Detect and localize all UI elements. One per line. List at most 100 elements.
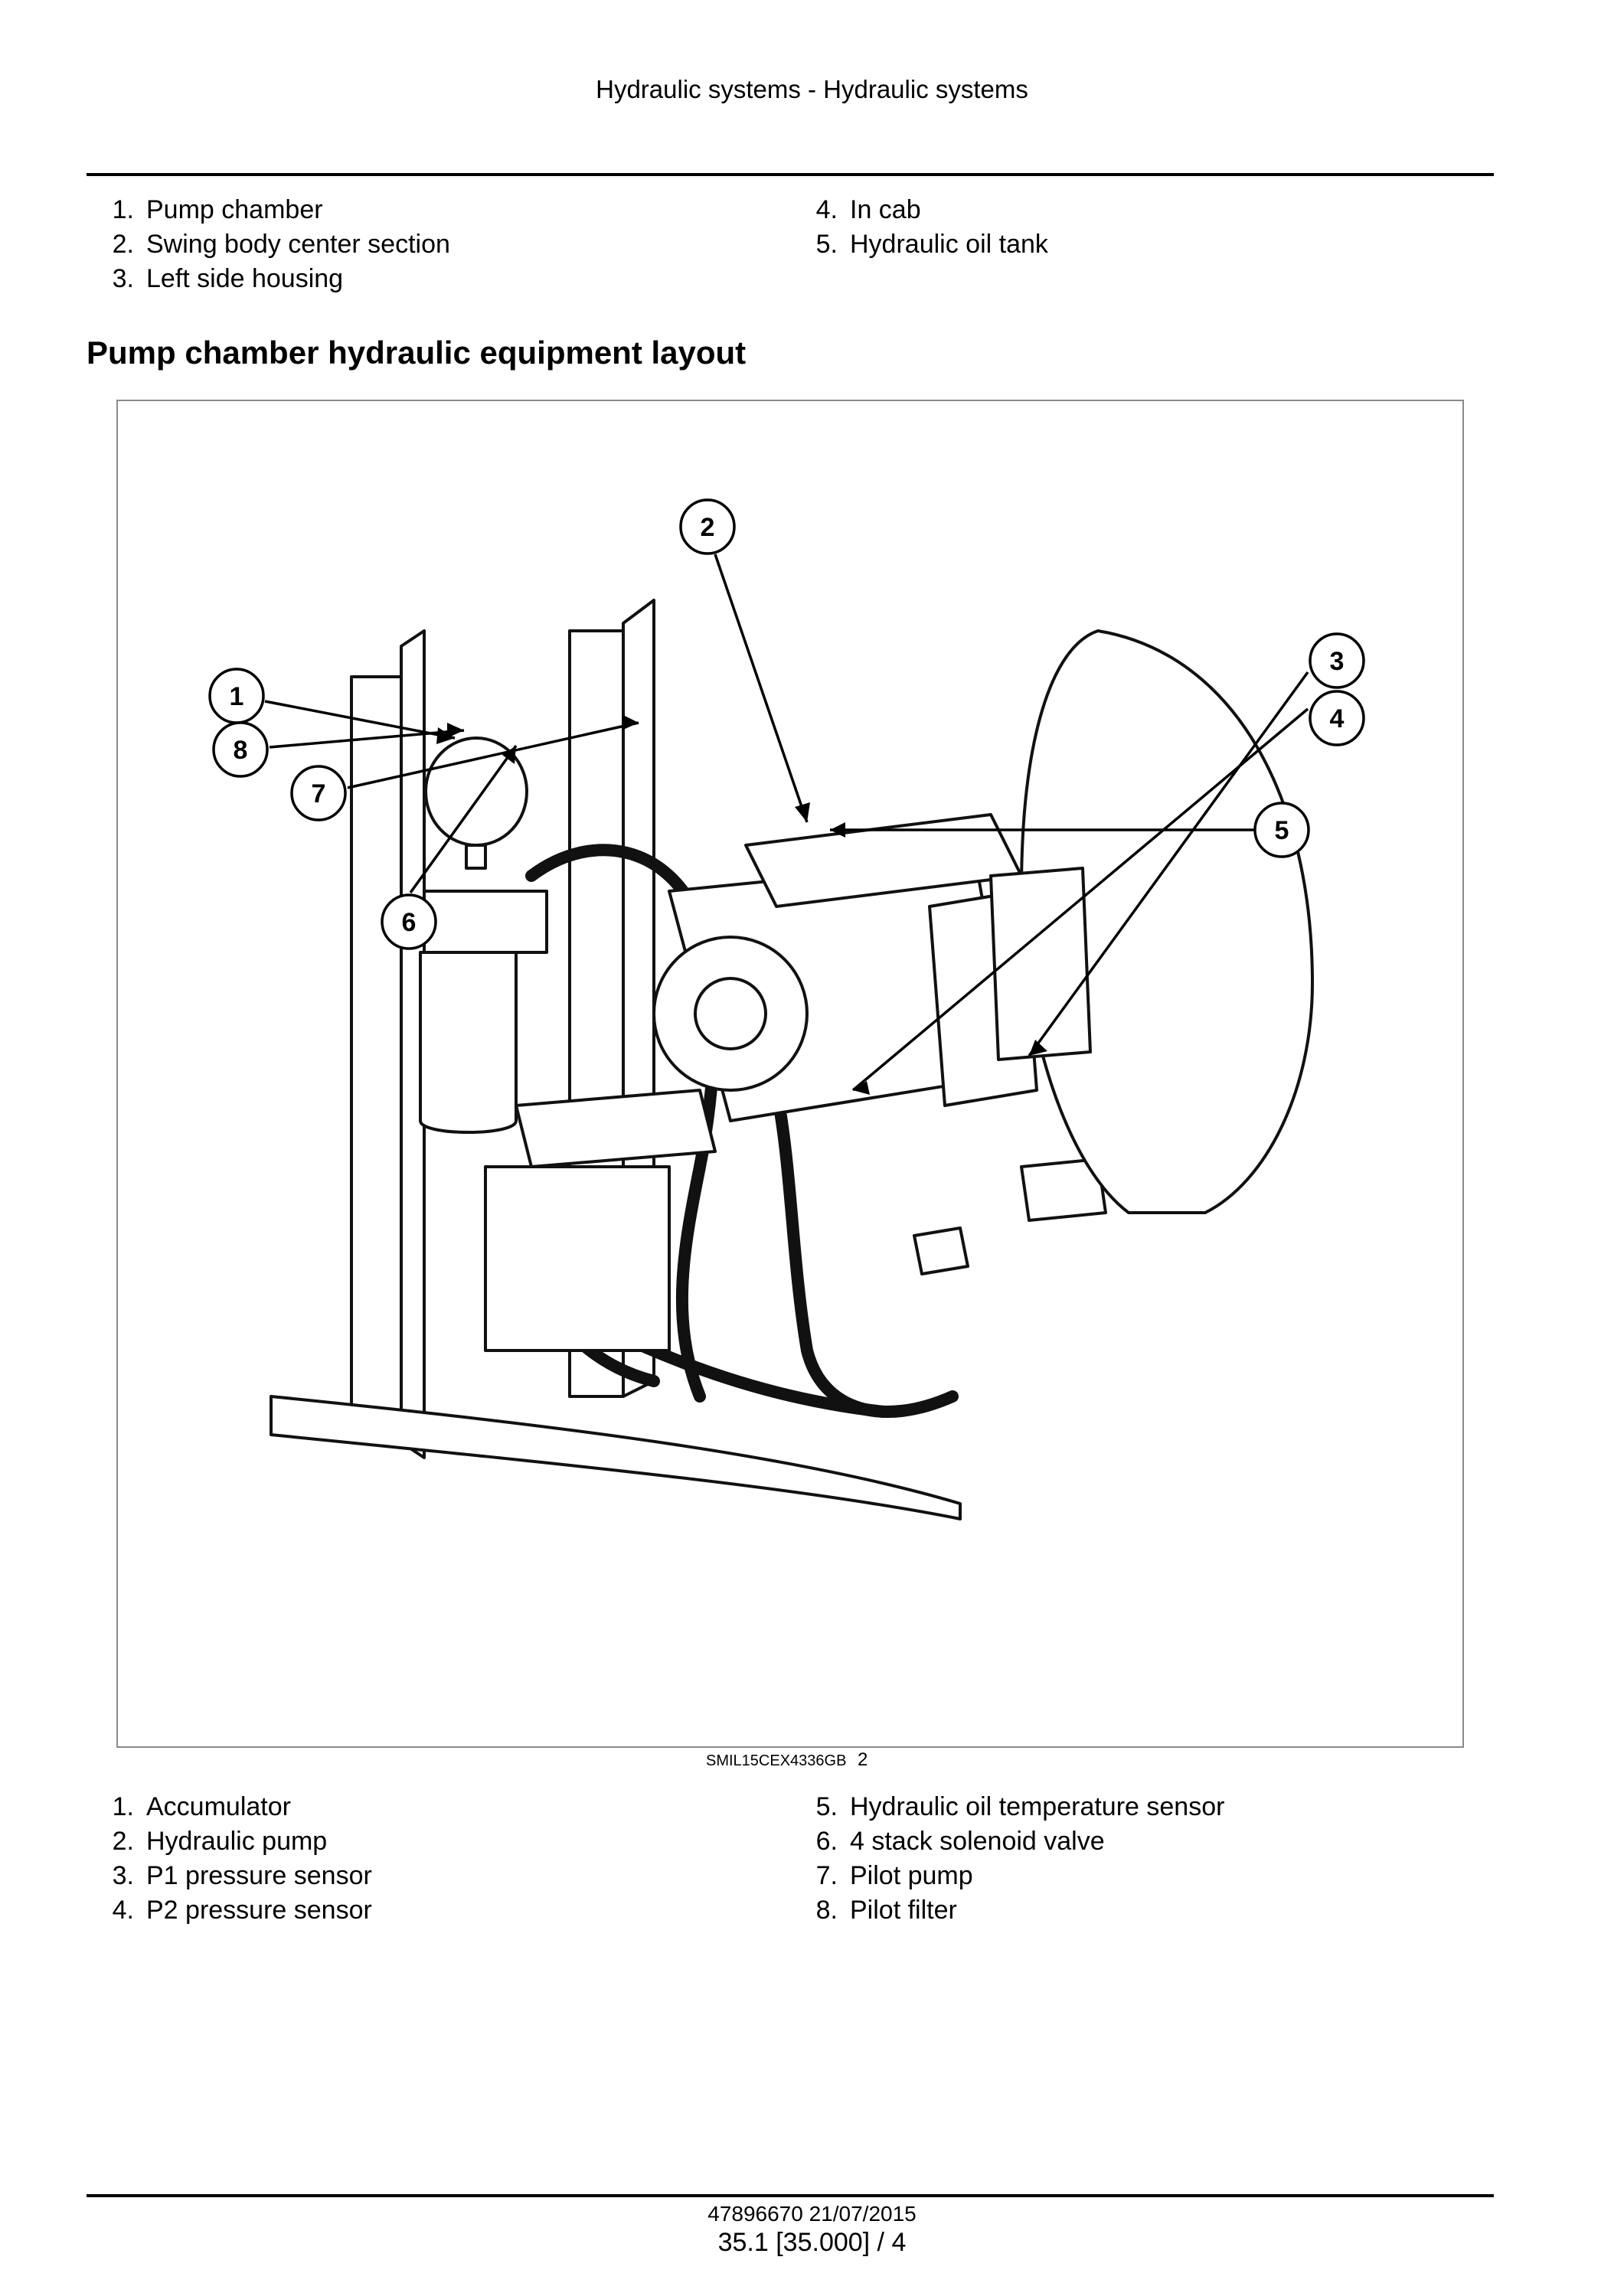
legend-label: Pilot filter <box>850 1896 957 1925</box>
callout-number: 1 <box>230 682 244 711</box>
legend-item: 7. Pilot pump <box>790 1859 1224 1893</box>
legend-label: P1 pressure sensor <box>146 1861 372 1890</box>
callout-8: 8 <box>212 721 269 778</box>
hydraulic-layout-illustration: 1 2 3 4 5 6 7 8 <box>208 498 1365 1520</box>
pressure-sensor-block <box>989 867 1092 1061</box>
callout-6: 6 <box>381 893 437 950</box>
legend-label: In cab <box>850 195 921 224</box>
callout-circle <box>290 765 347 821</box>
page-header-title: Hydraulic systems - Hydraulic systems <box>596 75 1028 103</box>
legend-number: 4. <box>112 1896 134 1925</box>
frame-plate <box>400 629 426 1459</box>
bottom-legend-left: 1.Accumulator 2. Hydraulic pump 3. P1 pres… <box>87 1790 372 1928</box>
callout-circle <box>1253 802 1310 858</box>
callout-7: 7 <box>290 765 347 821</box>
legend-label: Hydraulic oil temperature sensor <box>850 1792 1225 1821</box>
figure-number: 2 <box>858 1749 868 1770</box>
section-title: Pump chamber hydraulic equipment layout <box>87 335 747 371</box>
legend-number: 2. <box>112 1827 134 1856</box>
solenoid-valve-stack <box>484 1165 671 1352</box>
footer-page-number: 35.1 [35.000] / 4 <box>717 2228 907 2257</box>
legend-label: Accumulator <box>146 1792 291 1821</box>
legend-item: 5. Hydraulic oil temperature sensor <box>790 1790 1225 1824</box>
legend-item: 3. Left side housing <box>87 262 450 296</box>
legend-number: 1. <box>112 195 134 224</box>
leader-line-3 <box>1028 671 1309 1057</box>
arrowhead-6 <box>502 746 516 764</box>
legend-number: 6. <box>815 1827 838 1856</box>
arrowhead-8 <box>447 723 464 738</box>
flywheel-housing <box>1020 629 1314 1214</box>
filter-head <box>423 890 548 954</box>
arrowhead-7 <box>622 715 639 730</box>
callout-number: 8 <box>234 736 248 765</box>
legend-number: 3. <box>112 1861 134 1890</box>
legend-item: 8. Pilot filter <box>790 1893 1224 1928</box>
callout-number: 3 <box>1330 647 1345 676</box>
tank-fitting <box>1020 1158 1107 1222</box>
legend-label: Hydraulic pump <box>146 1827 328 1856</box>
arrowhead-4 <box>853 1081 870 1095</box>
callout-3: 3 <box>1309 632 1365 689</box>
leader-line-4 <box>851 707 1309 1092</box>
figure-frame: 1 2 3 4 5 6 7 8 <box>116 400 1464 1748</box>
legend-label: Hydraulic oil tank <box>850 230 1048 259</box>
callout-2: 2 <box>679 498 736 555</box>
callout-circle <box>679 498 736 555</box>
legend-label: 4 stack solenoid valve <box>850 1827 1105 1856</box>
legend-label: Left side housing <box>146 264 344 293</box>
legend-item: 4. P2 pressure sensor <box>87 1893 372 1928</box>
legend-number: 2. <box>112 230 134 259</box>
pilot-filter <box>419 951 518 1134</box>
legend-item: 1.Accumulator <box>87 1790 372 1824</box>
leader-line-7 <box>347 721 639 789</box>
legend-number: 3. <box>112 264 134 293</box>
callout-circle <box>1309 690 1365 746</box>
arrowhead-5 <box>830 822 845 838</box>
figure-reference-code: SMIL15CEX4336GB <box>706 1752 847 1769</box>
frame-plate <box>350 675 403 1444</box>
callout-1: 1 <box>208 668 265 724</box>
callout-number: 7 <box>312 779 326 808</box>
legend-number: 4. <box>815 195 838 224</box>
legend-number: 7. <box>815 1861 838 1890</box>
legend-item: 5.Hydraulic oil tank <box>790 227 1048 262</box>
callout-circle <box>212 721 269 778</box>
legend-item: 6. 4 stack solenoid valve <box>790 1824 1224 1859</box>
legend-item: 1. Pump chamber <box>87 193 450 227</box>
arrowhead-1 <box>436 727 455 744</box>
legend-label: P2 pressure sensor <box>146 1896 372 1925</box>
accumulator-stem <box>465 844 487 870</box>
header-rule <box>87 173 1494 176</box>
callout-circle <box>381 893 437 950</box>
leader-line-1 <box>264 700 456 740</box>
pilot-pump-hub <box>694 977 767 1050</box>
callout-number: 2 <box>701 513 715 542</box>
leader-line-2 <box>714 554 809 823</box>
legend-label: Pump chamber <box>146 195 323 224</box>
callout-number: 5 <box>1275 816 1289 845</box>
legend-number: 8. <box>815 1896 838 1925</box>
legend-item: 3. P1 pressure sensor <box>87 1859 372 1893</box>
callout-circle <box>1309 632 1365 689</box>
legend-label: Pilot pump <box>850 1861 973 1890</box>
top-legend-left: 1. Pump chamber 2. Swing body center secti… <box>87 193 450 296</box>
legend-number: 5. <box>815 1792 838 1821</box>
callout-5: 5 <box>1253 802 1310 858</box>
bottom-legend-right: 5. Hydraulic oil temperature sensor 6. 4 s… <box>790 1790 1225 1928</box>
arrowhead-3 <box>1029 1040 1047 1056</box>
legend-item: 2. Swing body center section <box>87 227 450 262</box>
top-legend-right: 4. In cab 5.Hydraulic oil tank <box>790 193 1048 262</box>
valve-block <box>515 1089 717 1168</box>
leader-line-6 <box>409 744 518 894</box>
callout-number: 4 <box>1330 704 1345 733</box>
legend-item: 2. Hydraulic pump <box>87 1824 372 1859</box>
legend-label: Swing body center section <box>146 230 450 259</box>
legend-item: 4. In cab <box>790 193 1048 227</box>
callout-4: 4 <box>1309 690 1365 746</box>
frame-base <box>270 1395 962 1520</box>
arrowhead-2 <box>795 802 810 822</box>
callout-number: 6 <box>402 908 417 937</box>
leader-line-8 <box>269 729 465 749</box>
footer-document-id: 47896670 21/07/2015 <box>707 2202 917 2226</box>
